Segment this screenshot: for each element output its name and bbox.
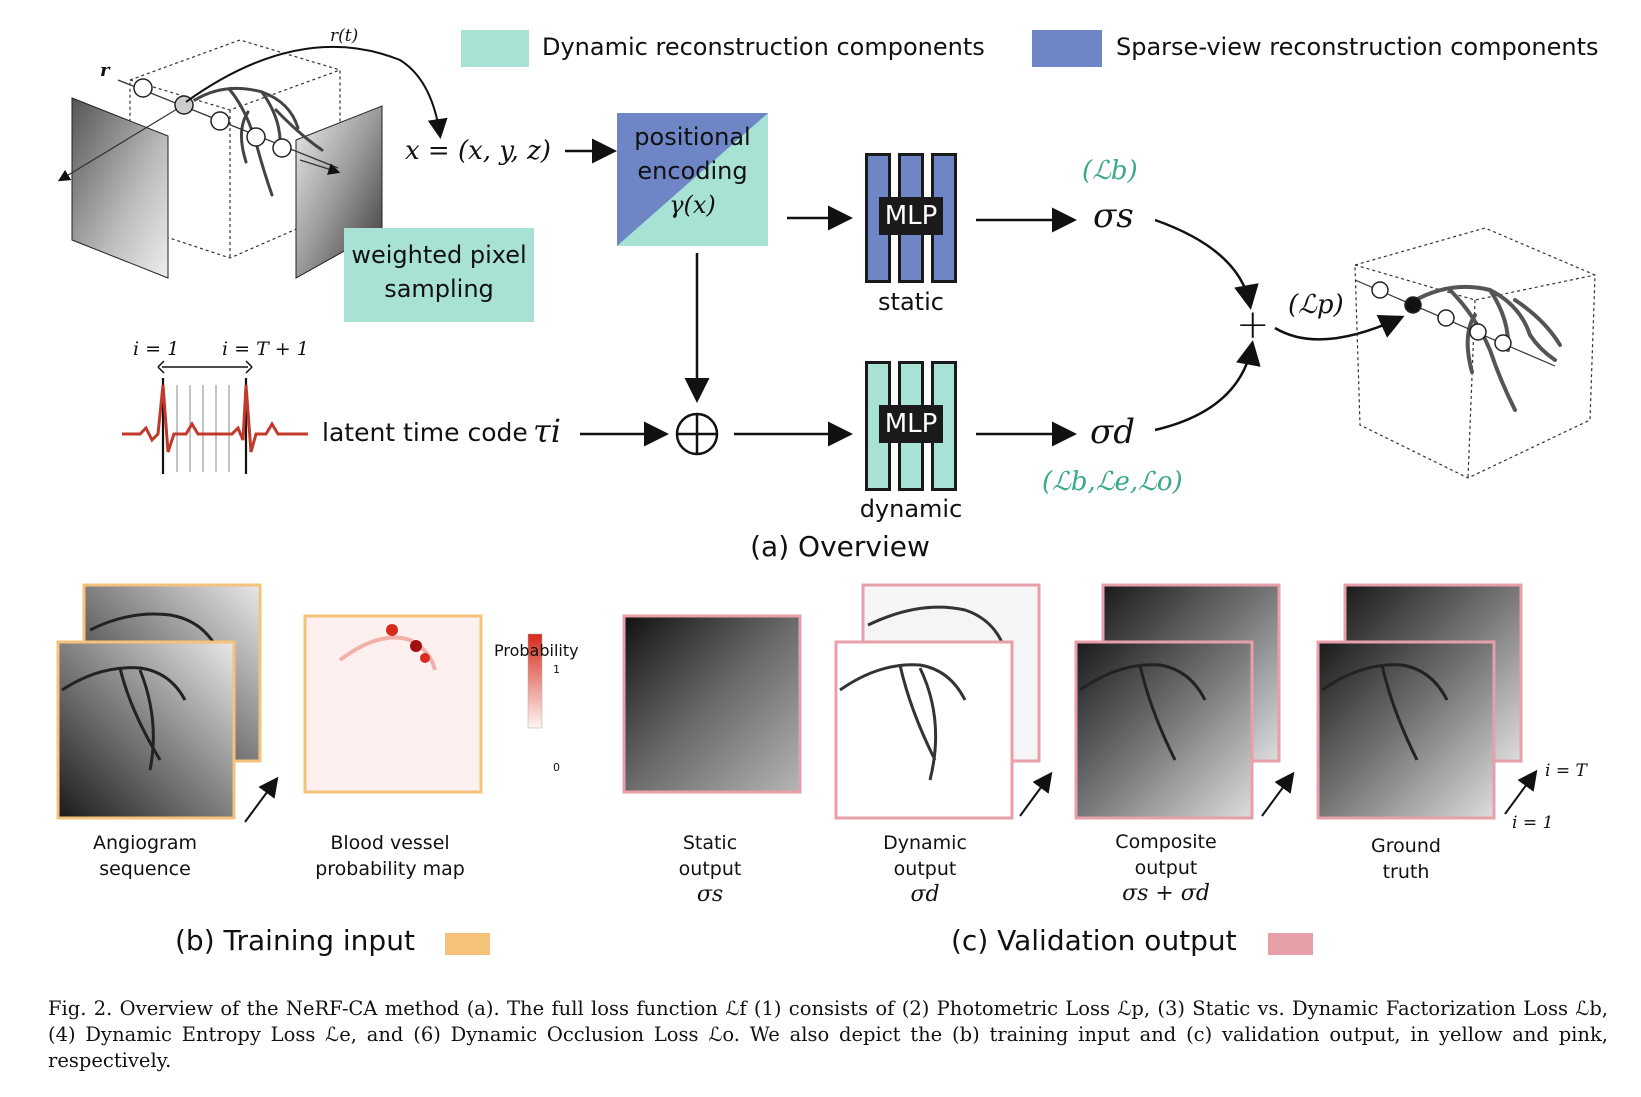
ray-t-label: r(t) <box>330 26 359 46</box>
static-output-image <box>622 614 802 794</box>
probability-min: 0 <box>553 761 560 774</box>
positional-encoding-box <box>617 113 768 246</box>
figure-caption: Fig. 2. Overview of the NeRF-CA method (… <box>48 997 1608 1072</box>
legend-dynamic-label: Dynamic reconstruction components <box>542 33 985 61</box>
legend-sparse-swatch <box>1032 30 1102 67</box>
result-vessel-tree <box>1410 284 1562 412</box>
mlp-static: MLP <box>865 153 957 283</box>
i-T-label: i = T <box>1545 761 1587 781</box>
mlp-dynamic: MLP <box>865 361 957 491</box>
ecg-signal <box>122 360 308 474</box>
ground-truth-front <box>1316 640 1496 820</box>
tau-i: τi <box>533 412 561 450</box>
angiogram-front <box>56 640 236 820</box>
loss-bed: (ℒb,ℒe,ℒo) <box>1042 467 1183 497</box>
sigma-s: σs <box>1093 196 1134 236</box>
time-i1: i = 1 <box>133 338 180 360</box>
i-1-label: i = 1 <box>1512 813 1554 833</box>
time-iT: i = T + 1 <box>222 338 309 360</box>
loss-p: (ℒp) <box>1288 290 1344 320</box>
static-label: static <box>878 288 944 316</box>
sigma-d: σd <box>1090 412 1135 452</box>
training-title: (b) Training input <box>175 924 415 957</box>
x-equation: x = (x, y, z) <box>405 136 551 166</box>
legend-sparse-label: Sparse-view reconstruction components <box>1116 33 1599 61</box>
validation-swatch <box>1268 933 1313 955</box>
dynamic-label: dynamic <box>859 495 963 523</box>
mlp-dynamic-label: MLP <box>879 405 943 443</box>
latent-time-code-label: latent time code <box>322 418 528 447</box>
weighted-pixel-sampling-label: weighted pixel sampling <box>351 241 527 303</box>
vessel-probability-map <box>303 614 483 794</box>
weighted-pixel-sampling-box <box>344 228 534 322</box>
legend-dynamic-swatch <box>461 30 529 67</box>
training-swatch <box>445 933 490 955</box>
ray-label: r <box>100 60 110 81</box>
probability-max: 1 <box>553 663 560 676</box>
dynamic-output-front <box>834 640 1014 820</box>
probability-label: Probability <box>494 641 579 660</box>
image-panels <box>56 583 1538 823</box>
plus-sign: + <box>1236 302 1270 348</box>
result-volume-cube <box>1354 227 1596 479</box>
left-vessel-tree <box>193 86 324 197</box>
overview-title: (a) Overview <box>750 530 930 563</box>
positional-encoding-label: positional encoding γ(x) <box>634 123 751 219</box>
loss-b-static: (ℒb) <box>1082 156 1138 186</box>
composite-output-front <box>1074 640 1254 820</box>
left-xray-panel <box>71 97 169 279</box>
mlp-static-label: MLP <box>879 197 943 235</box>
overview-diagram <box>57 39 1596 479</box>
probability-colorbar <box>527 633 543 729</box>
validation-title: (c) Validation output <box>951 924 1237 957</box>
ray-sample-points <box>133 78 292 158</box>
